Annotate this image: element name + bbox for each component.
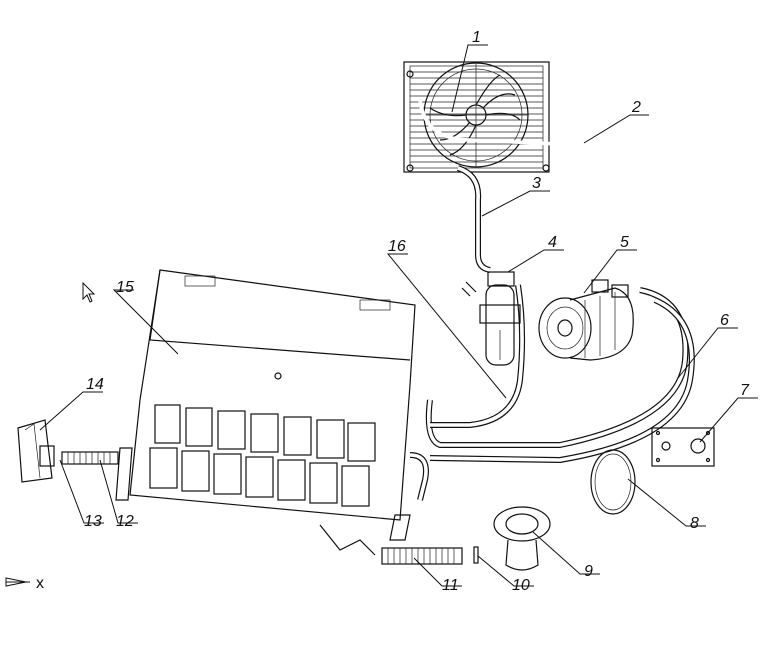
fan xyxy=(423,62,529,168)
hose-2 xyxy=(418,99,692,270)
callout-7: 7 xyxy=(740,382,750,399)
bracket xyxy=(17,419,55,483)
callout-6: 6 xyxy=(720,312,729,329)
vent-outlet xyxy=(493,506,551,571)
callout-16: 16 xyxy=(388,238,406,255)
hose-16 xyxy=(430,284,526,428)
callout-8: 8 xyxy=(690,515,699,532)
arrow-marker-icon xyxy=(5,577,30,587)
corrugated-hose-12 xyxy=(61,451,119,465)
receiver-drier xyxy=(461,271,521,366)
callout-14: 14 xyxy=(86,376,104,393)
condenser xyxy=(403,61,550,173)
compressor xyxy=(538,279,634,361)
callout-5: 5 xyxy=(620,234,629,251)
callout-15: 15 xyxy=(116,279,134,296)
clamp xyxy=(473,546,479,564)
callout-2: 2 xyxy=(631,99,641,116)
callout-11: 11 xyxy=(442,577,459,594)
callout-labels: 1 2 3 4 5 6 7 8 9 10 11 12 13 14 15 16 x xyxy=(36,29,750,594)
legend-marker: x xyxy=(36,575,44,592)
o-ring xyxy=(590,449,636,515)
callout-1: 1 xyxy=(472,29,481,46)
callout-10: 10 xyxy=(512,577,530,594)
hose-3 xyxy=(456,165,491,273)
evaporator-unit xyxy=(115,269,429,556)
callout-4: 4 xyxy=(548,234,557,251)
evaporator-grille xyxy=(149,404,376,507)
callout-12: 12 xyxy=(116,513,134,530)
control-panel xyxy=(651,427,715,467)
drain-hose-11 xyxy=(381,547,463,565)
leader-lines xyxy=(39,44,758,587)
callout-9: 9 xyxy=(584,563,593,580)
callout-13: 13 xyxy=(84,513,102,530)
arrow-cursor-icon xyxy=(82,281,96,303)
callout-3: 3 xyxy=(532,175,541,192)
hose-6 xyxy=(425,287,695,464)
